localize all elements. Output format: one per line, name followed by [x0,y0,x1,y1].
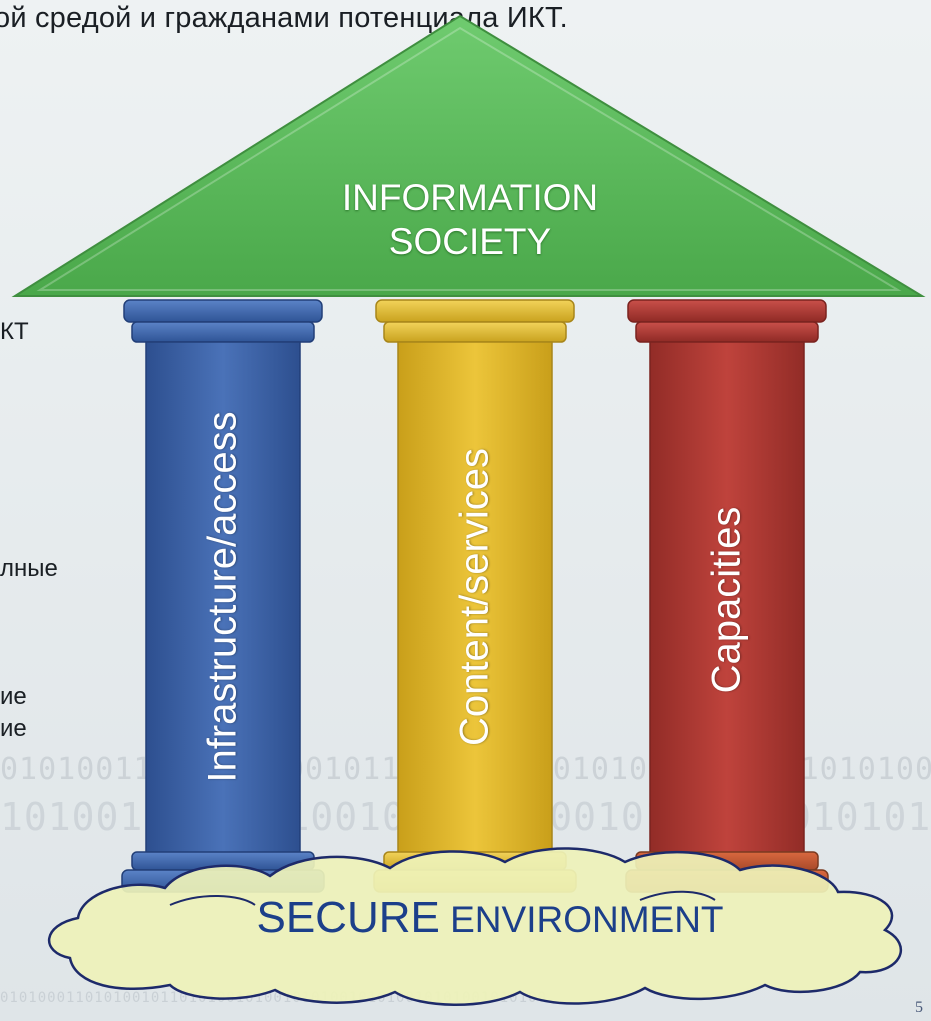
side-text-fragment: ие [0,715,27,742]
side-text-fragment: КТ [0,318,29,345]
roof-label-line2: SOCIETY [388,221,552,262]
roof-triangle [11,14,926,297]
pillar-infrastructure [121,299,325,893]
roof-label-line1: INFORMATION [341,177,599,218]
secure-label-part2: ENVIRONMENT [450,899,724,940]
secure-label-part1: SECURE [256,893,440,942]
secure-environment-cloud [48,847,903,1006]
secure-environment-label: SECURE ENVIRONMENT [240,893,740,943]
pillar-label-capacities: Capacities [704,506,749,694]
side-text-fragment: ие [0,683,27,710]
side-text-fragment: лные [0,555,58,582]
page-number: 5 [915,999,923,1016]
pillar-label-infrastructure: Infrastructure/access [200,411,245,783]
roof-label: INFORMATION SOCIETY [230,176,710,264]
pillar-label-content: Content/services [452,448,497,746]
